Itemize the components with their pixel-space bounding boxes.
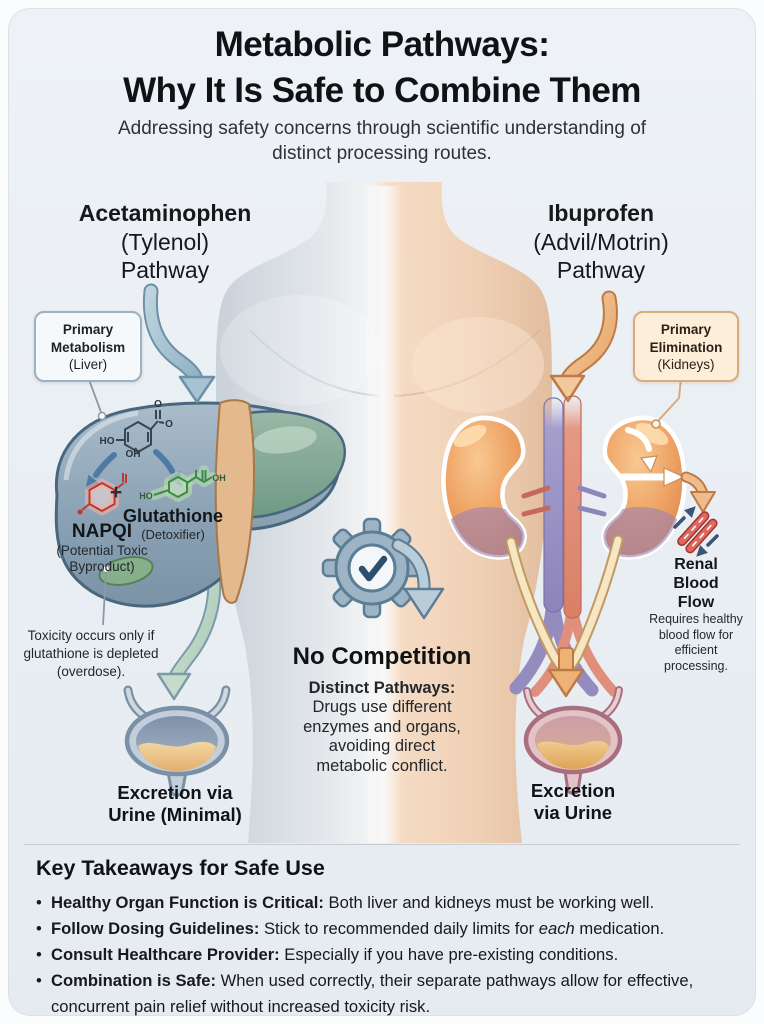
callout-connector-right xyxy=(651,377,682,429)
napqi-molecule xyxy=(77,473,127,516)
bladder-right xyxy=(523,686,623,795)
toxicity-connector xyxy=(101,564,111,626)
excretion-arrow-right xyxy=(547,647,585,698)
distinct-pathways-title: Distinct Pathways: xyxy=(308,679,456,697)
takeaways-list: Healthy Organ Function is Critical: Both… xyxy=(34,890,732,1020)
distinct-pathways-body: Drugs use different enzymes and organs, … xyxy=(303,698,461,775)
distinct-pathways-block: Distinct Pathways: Drugs use different e… xyxy=(294,679,470,776)
renal-outflow-arrow xyxy=(680,471,716,513)
renal-blood-flow-title: Renal Blood Flow xyxy=(673,556,719,612)
takeaways-heading: Key Takeaways for Safe Use xyxy=(36,856,325,880)
right-drug-name: Ibuprofen xyxy=(547,200,655,226)
left-pathway-arrow xyxy=(142,283,216,404)
toxicity-note: Toxicity occurs only if glutathione is d… xyxy=(23,628,159,679)
checkmark-icon xyxy=(358,555,388,582)
torso-illustration xyxy=(216,182,552,843)
left-drug-name: Acetaminophen xyxy=(78,200,252,226)
gear-check-icon xyxy=(321,517,445,620)
right-pathway-label: Pathway xyxy=(556,257,646,284)
gear-down-arrow xyxy=(391,538,445,620)
glutathione-molecule: HO OH xyxy=(139,465,226,502)
right-pathway-arrow xyxy=(549,290,618,403)
right-drug-brand: (Advil/Motrin) xyxy=(533,228,669,255)
liver-callout: Primary Metabolism (Liver) xyxy=(34,311,142,382)
liver-callout-title: Primary Metabolism xyxy=(50,322,126,355)
takeaway-item: Consult Healthcare Provider: Especially … xyxy=(34,942,732,968)
acetaminophen-molecule: HO OH O O xyxy=(100,399,174,460)
liver-illustration xyxy=(54,399,346,608)
svg-text:O: O xyxy=(165,419,173,430)
title-line-1: Metabolic Pathways: xyxy=(214,25,550,64)
takeaway-item: Follow Dosing Guidelines: Stick to recom… xyxy=(34,916,732,942)
page-subtitle: Addressing safety concerns through scien… xyxy=(117,118,647,164)
left-pathway-header: Acetaminophen (Tylenol) Pathway xyxy=(50,199,280,285)
excretion-label-left: Excretion via Urine (Minimal) xyxy=(108,782,242,826)
glutathione-desc: (Detoxifier) xyxy=(141,526,205,542)
gallbladder-shape xyxy=(98,556,154,586)
glutathione-label: Glutathione (Detoxifier) xyxy=(111,506,235,542)
svg-text:OH: OH xyxy=(212,473,226,483)
napqi-label: NAPQI (Potential Toxic Byproduct) xyxy=(30,521,174,575)
renal-vessels xyxy=(509,395,619,697)
left-pathway-label: Pathway xyxy=(120,257,210,284)
napqi-desc: (Potential Toxic Byproduct) xyxy=(56,542,148,575)
kidney-callout: Primary Elimination (Kidneys) xyxy=(633,311,739,382)
kidney-callout-sub: (Kidneys) xyxy=(657,357,715,373)
plus-sign: + xyxy=(109,481,123,504)
glutathione-name: Glutathione xyxy=(123,506,223,526)
callout-connector-left xyxy=(87,376,107,421)
napqi-name: NAPQI xyxy=(71,521,133,542)
liver-callout-sub: (Liver) xyxy=(68,357,108,373)
kidney-callout-title: Primary Elimination xyxy=(649,322,723,355)
kidney-flow-arrows xyxy=(618,427,686,487)
title-line-2: Why It Is Safe to Combine Them xyxy=(123,70,641,110)
bladder-left xyxy=(123,685,231,797)
left-drug-brand: (Tylenol) xyxy=(120,228,210,255)
right-pathway-header: Ibuprofen (Advil/Motrin) Pathway xyxy=(486,199,716,285)
key-takeaways-section: Key Takeaways for Safe Use Healthy Organ… xyxy=(34,856,732,1020)
excretion-label-right: Excretion via Urine xyxy=(530,780,616,824)
svg-text:O: O xyxy=(154,399,162,410)
renal-blood-flow-note: Requires healthy blood flow for efficien… xyxy=(649,612,743,673)
section-divider xyxy=(24,844,740,845)
no-competition-heading: No Competition xyxy=(292,643,472,670)
svg-text:HO: HO xyxy=(100,436,115,447)
takeaway-item: Healthy Organ Function is Critical: Both… xyxy=(34,890,732,916)
takeaway-item: Combination is Safe: When used correctly… xyxy=(34,968,732,1020)
svg-text:OH: OH xyxy=(126,449,141,460)
page-title: Metabolic Pathways: Why It Is Safe to Co… xyxy=(0,22,764,113)
svg-text:HO: HO xyxy=(139,491,153,501)
